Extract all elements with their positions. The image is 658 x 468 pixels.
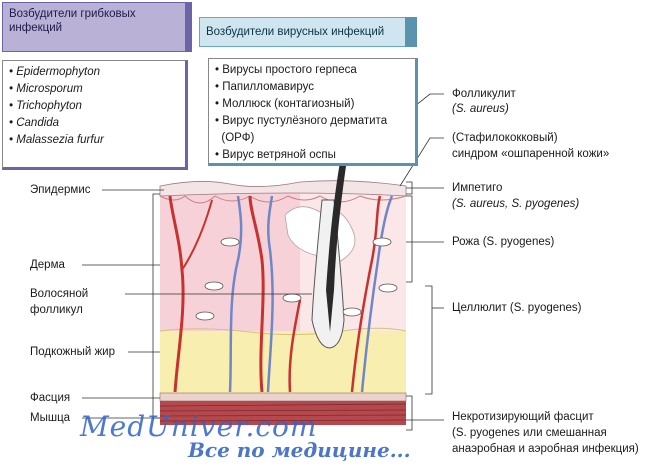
fascia-layer — [159, 392, 407, 402]
list-item: • Epidermophyton — [9, 66, 100, 78]
watermark-site: MedUniver.com — [80, 410, 318, 443]
label-folliculitis: Фолликулит — [452, 88, 516, 100]
fungal-pathogens-title: Возбудители грибковых инфекций — [2, 2, 186, 52]
dermal-cell — [342, 307, 362, 317]
viral-pathogens-title: Возбудители вирусных инфекций — [199, 17, 417, 47]
list-item: • Candida — [9, 117, 60, 129]
list-item: (ОРФ) — [221, 132, 255, 144]
dermal-cell — [282, 293, 302, 303]
label-ssss: (Стафилококковый) — [452, 132, 558, 144]
fat-boundary — [159, 327, 407, 336]
epidermis-wave — [159, 195, 407, 204]
viral-title-tab — [405, 17, 417, 47]
label-nf-agents: (S. pyogenes или смешанная — [452, 427, 607, 439]
label-epidermis: Эпидермис — [30, 184, 91, 196]
list-item: • Вирус ветряной оспы — [215, 149, 336, 161]
fungal-title-tab — [186, 2, 192, 52]
subcutaneous-fat-layer — [160, 331, 406, 393]
fungal-pathogens-list: • Epidermophyton • Microsporum • Trichop… — [2, 60, 188, 170]
viral-pathogens-list: • Вирусы простого герпеса • Папилломавир… — [208, 58, 418, 166]
label-ssss-line2: синдром «ошпаренной кожи» — [452, 148, 610, 160]
label-necrotizing-fasciitis: Некротизирующий фасцит — [452, 411, 594, 423]
list-item: • Папилломавирус — [215, 81, 314, 93]
dermal-cell — [220, 237, 240, 247]
vein — [360, 195, 394, 393]
dermal-cell — [195, 311, 215, 321]
list-item: • Microsporum — [9, 83, 83, 95]
left-bracket — [152, 193, 160, 419]
list-item: • Вирус пустулёзного дерматита — [215, 115, 388, 127]
label-dermis: Дерма — [30, 259, 65, 271]
cellulitis-bracket — [425, 285, 433, 395]
label-subcutaneous: Подкожный жир — [30, 346, 115, 358]
list-item: • Malassezia furfur — [9, 134, 104, 146]
vein — [266, 195, 274, 393]
watermark-slogan: Все по медицине... — [188, 438, 411, 462]
artery — [248, 195, 265, 393]
label-muscle: Мышца — [30, 412, 71, 424]
label-erysipelas: Рожа (S. pyogenes) — [452, 236, 555, 248]
label-folliculitis-agent: (S. aureus) — [452, 103, 509, 115]
label-follicle-line1: Волосяной — [30, 288, 89, 300]
label-nf-agents-line2: анаэробная и аэробная инфекция) — [452, 443, 639, 455]
artery — [181, 199, 213, 271]
hair-shaft — [326, 140, 350, 332]
label-impetigo-agents: (S. aureus, S. pyogenes) — [452, 198, 580, 210]
fasciitis-bracket — [406, 395, 413, 431]
dermal-cell — [378, 283, 398, 293]
label-cellulitis: Целлюлит (S. pyogenes) — [452, 302, 582, 314]
muscle-fibers — [159, 403, 407, 422]
left-leader-lines — [82, 189, 312, 419]
erysipelas-bracket — [406, 195, 413, 283]
list-item: • Trichophyton — [9, 100, 82, 112]
list-item: • Вирусы простого герпеса — [215, 64, 357, 76]
vein — [228, 195, 243, 393]
artery — [350, 195, 382, 393]
dermal-cell — [204, 281, 224, 291]
label-follicle-line2: фолликул — [30, 304, 83, 316]
dermal-cell — [372, 237, 392, 247]
artery — [168, 195, 185, 393]
label-impetigo: Импетиго — [452, 182, 503, 194]
list-item: • Моллюск (контагиозный) — [215, 98, 355, 110]
artery — [288, 299, 302, 393]
impetigo-bracket — [406, 181, 413, 195]
label-fascia: Фасция — [30, 392, 71, 404]
